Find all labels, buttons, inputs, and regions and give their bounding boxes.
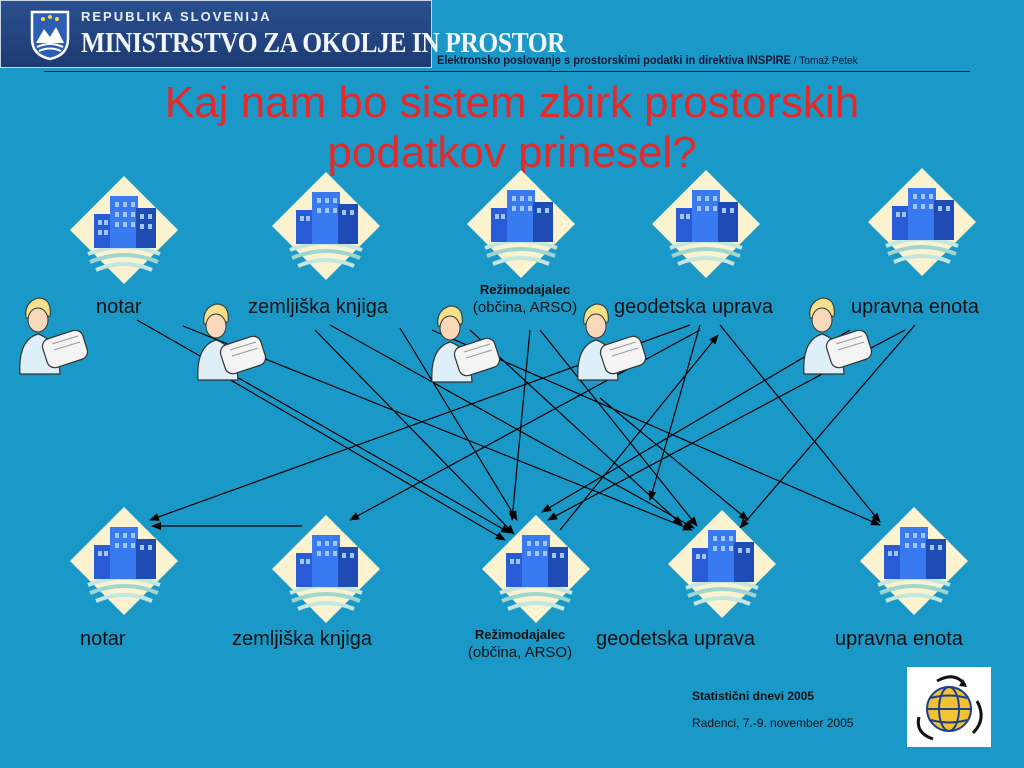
arrow xyxy=(209,367,506,541)
label-bottom-rezimodajalec: Režimodajalec (občina, ARSO) xyxy=(448,626,592,662)
label-top-geo: geodetska uprava xyxy=(614,296,774,318)
arrow xyxy=(719,324,881,523)
arrow xyxy=(399,327,518,521)
presentation-subtitle: Elektronsko poslovanje s prostorskimi po… xyxy=(437,53,858,67)
label-top-rez-sub: (občina, ARSO) xyxy=(472,299,578,316)
building-icon xyxy=(650,168,762,280)
building-icon xyxy=(866,166,978,278)
arrow xyxy=(599,397,749,521)
ministry-logo: REPUBLIKA SLOVENIJA MINISTRSTVO ZA OKOLJ… xyxy=(0,0,566,68)
label-bottom-upr: upravna enota xyxy=(835,628,963,650)
arrow xyxy=(739,324,916,529)
logo-line1: REPUBLIKA SLOVENIJA xyxy=(81,9,272,24)
arrow xyxy=(648,324,701,501)
label-bottom-geo: geodetska uprava xyxy=(596,628,756,650)
author-text: / Tomaž Petek xyxy=(790,55,858,67)
building-icon xyxy=(68,174,180,286)
building-icon xyxy=(480,513,592,625)
label-top-zk: zemljiška knjiga xyxy=(248,296,389,318)
slide-title: Kaj nam bo sistem zbirk prostorskih poda… xyxy=(164,78,860,177)
logo-line2: MINISTRSTVO ZA OKOLJE IN PROSTOR xyxy=(81,27,566,59)
header-divider xyxy=(44,71,970,72)
label-top-upr: upravna enota xyxy=(851,296,979,318)
building-icon xyxy=(270,513,382,625)
arrow xyxy=(559,334,719,531)
building-icon xyxy=(465,168,577,280)
person-icon xyxy=(426,298,510,389)
label-top-notar: notar xyxy=(96,296,142,318)
label-bottom-zk: zemljiška knjiga xyxy=(232,628,373,650)
building-icon xyxy=(666,508,778,620)
arrow xyxy=(182,325,693,531)
globe-logo xyxy=(907,667,991,747)
footer-place-date: Radenci, 7.-9. november 2005 xyxy=(692,716,854,730)
arrow xyxy=(136,319,511,534)
building-icon xyxy=(68,505,180,617)
arrow xyxy=(469,329,683,526)
label-bottom-notar: notar xyxy=(80,628,126,650)
label-bottom-rez-sub: (občina, ARSO) xyxy=(467,644,573,661)
person-icon xyxy=(14,290,98,381)
footer-event: Statistični dnevi 2005 xyxy=(692,689,815,703)
subtitle-text: Elektronsko poslovanje s prostorskimi po… xyxy=(437,53,791,67)
arrow xyxy=(314,329,515,535)
label-bottom-rez-bold: Režimodajalec xyxy=(474,627,566,642)
person-icon xyxy=(798,290,882,381)
label-top-rezimodajalec: Režimodajalec (občina, ARSO) xyxy=(455,281,595,317)
person-icon xyxy=(192,296,276,387)
arrow xyxy=(539,329,698,527)
arrow xyxy=(329,324,695,529)
globe-icon xyxy=(916,675,983,741)
arrow xyxy=(508,329,531,521)
building-icon xyxy=(858,505,970,617)
building-icon xyxy=(270,170,382,282)
person-icon xyxy=(572,296,656,387)
arrow xyxy=(541,329,851,513)
label-top-rez-bold: Režimodajalec xyxy=(479,282,571,297)
arrow xyxy=(431,329,881,526)
crest-icon xyxy=(30,10,70,61)
